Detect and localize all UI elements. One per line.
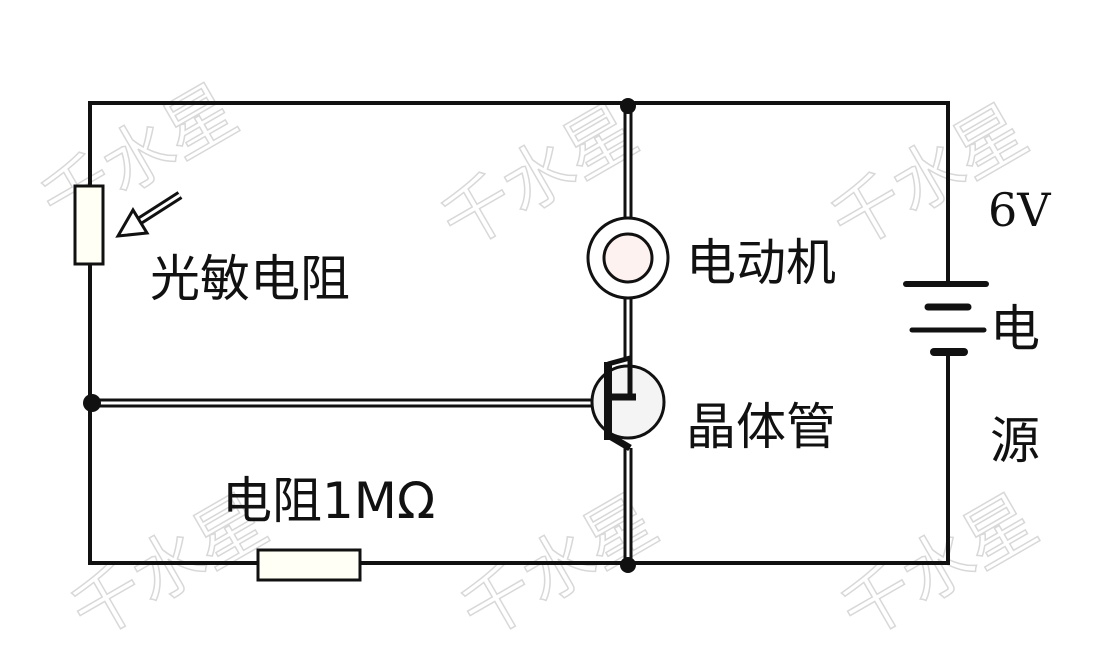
watermarks: 千水星 千水星 千水星 千水星 千水星 千水星: [27, 68, 1051, 656]
power-label-char1: 电: [990, 300, 1040, 358]
outer-wires: [88, 101, 950, 565]
junction-dots: [83, 98, 636, 573]
light-arrow-icon: [115, 191, 183, 238]
motor: [586, 216, 670, 300]
transistor: [590, 354, 666, 452]
resistor: [256, 548, 362, 582]
junction-dot: [83, 394, 101, 412]
watermark: 千水星: [448, 479, 671, 655]
motor-label: 电动机: [686, 234, 836, 292]
photoresistor: [73, 184, 183, 266]
watermark: 千水星: [828, 479, 1051, 655]
junction-dot: [620, 557, 636, 573]
transistor-label: 晶体管: [686, 398, 836, 456]
voltage-label: 6V: [988, 183, 1051, 237]
battery: [903, 281, 989, 356]
power-label-char2: 源: [990, 412, 1040, 470]
watermark: 千水星: [818, 89, 1041, 265]
middle-branch: [92, 103, 633, 563]
photoresistor-label: 光敏电阻: [150, 250, 350, 308]
junction-dot: [620, 98, 636, 114]
resistor-label: 电阻1MΩ: [222, 472, 435, 530]
